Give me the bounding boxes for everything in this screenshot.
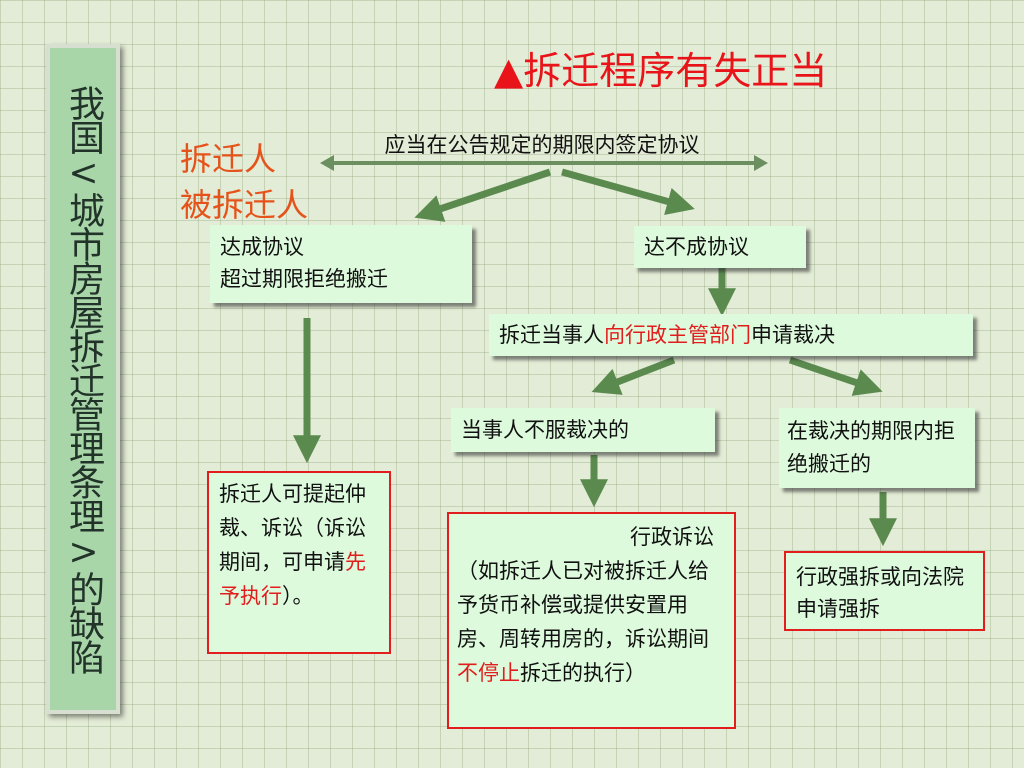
party-demolisher: 拆迁人 bbox=[180, 140, 277, 178]
litigation-head: 行政诉讼 bbox=[630, 525, 714, 549]
disagree-box: 当事人不服裁决的 bbox=[451, 408, 715, 452]
agreement-line1: 达成协议 bbox=[220, 235, 304, 259]
agreement-line2: 超过期限拒绝搬迁 bbox=[220, 267, 388, 291]
litigation-pre: （如拆迁人已对被拆迁人给予货币补偿或提供安置用房、周转用房的，诉讼期间 bbox=[457, 559, 709, 651]
top-agreement-label: 应当在公告规定的期限内签定协议 bbox=[384, 133, 700, 157]
arrow-to-no-agreement bbox=[561, 168, 695, 215]
apply-post: 申请裁决 bbox=[751, 323, 835, 347]
apply-pre: 拆迁当事人 bbox=[499, 323, 604, 347]
double-arrow bbox=[320, 155, 768, 171]
sidebar-title-panel: 我国<城市房屋拆迁管理条理>的缺陷 bbox=[46, 44, 120, 714]
arrow-to-refuse bbox=[788, 356, 883, 396]
arrow-to-agreement bbox=[414, 168, 552, 222]
arrow-to-disagree bbox=[591, 356, 676, 395]
litigation-post: 拆迁的执行） bbox=[520, 661, 646, 685]
enforce-box: 行政强拆或向法院申请强拆 bbox=[784, 551, 985, 631]
party-demolished: 被拆迁人 bbox=[180, 186, 309, 224]
refuse-box: 在裁决的期限内拒绝搬迁的 bbox=[779, 408, 975, 488]
sidebar-title: 我国<城市房屋拆迁管理条理>的缺陷 bbox=[63, 85, 104, 673]
apply-highlight: 向行政主管部门 bbox=[604, 323, 751, 347]
agreement-box: 达成协议 超过期限拒绝搬迁 bbox=[210, 225, 472, 303]
arbitration-box: 拆迁人可提起仲裁、诉讼（诉讼期间，可申请先予执行）。 bbox=[207, 471, 391, 654]
arbitration-highlight: 先予执行 bbox=[219, 550, 366, 608]
litigation-box: 行政诉讼 （如拆迁人已对被拆迁人给予货币补偿或提供安置用房、周转用房的，诉讼期间… bbox=[447, 512, 736, 729]
litigation-highlight: 不停止 bbox=[457, 661, 520, 685]
apply-ruling-box: 拆迁当事人向行政主管部门申请裁决 bbox=[489, 314, 973, 356]
no-agreement-box: 达不成协议 bbox=[634, 226, 806, 268]
slide-title: ▲拆迁程序有失正当 bbox=[494, 49, 828, 93]
arbitration-pre: 拆迁人可提起仲裁、诉讼（诉讼期间，可申请 bbox=[219, 482, 366, 574]
arbitration-post: ）。 bbox=[282, 584, 314, 608]
